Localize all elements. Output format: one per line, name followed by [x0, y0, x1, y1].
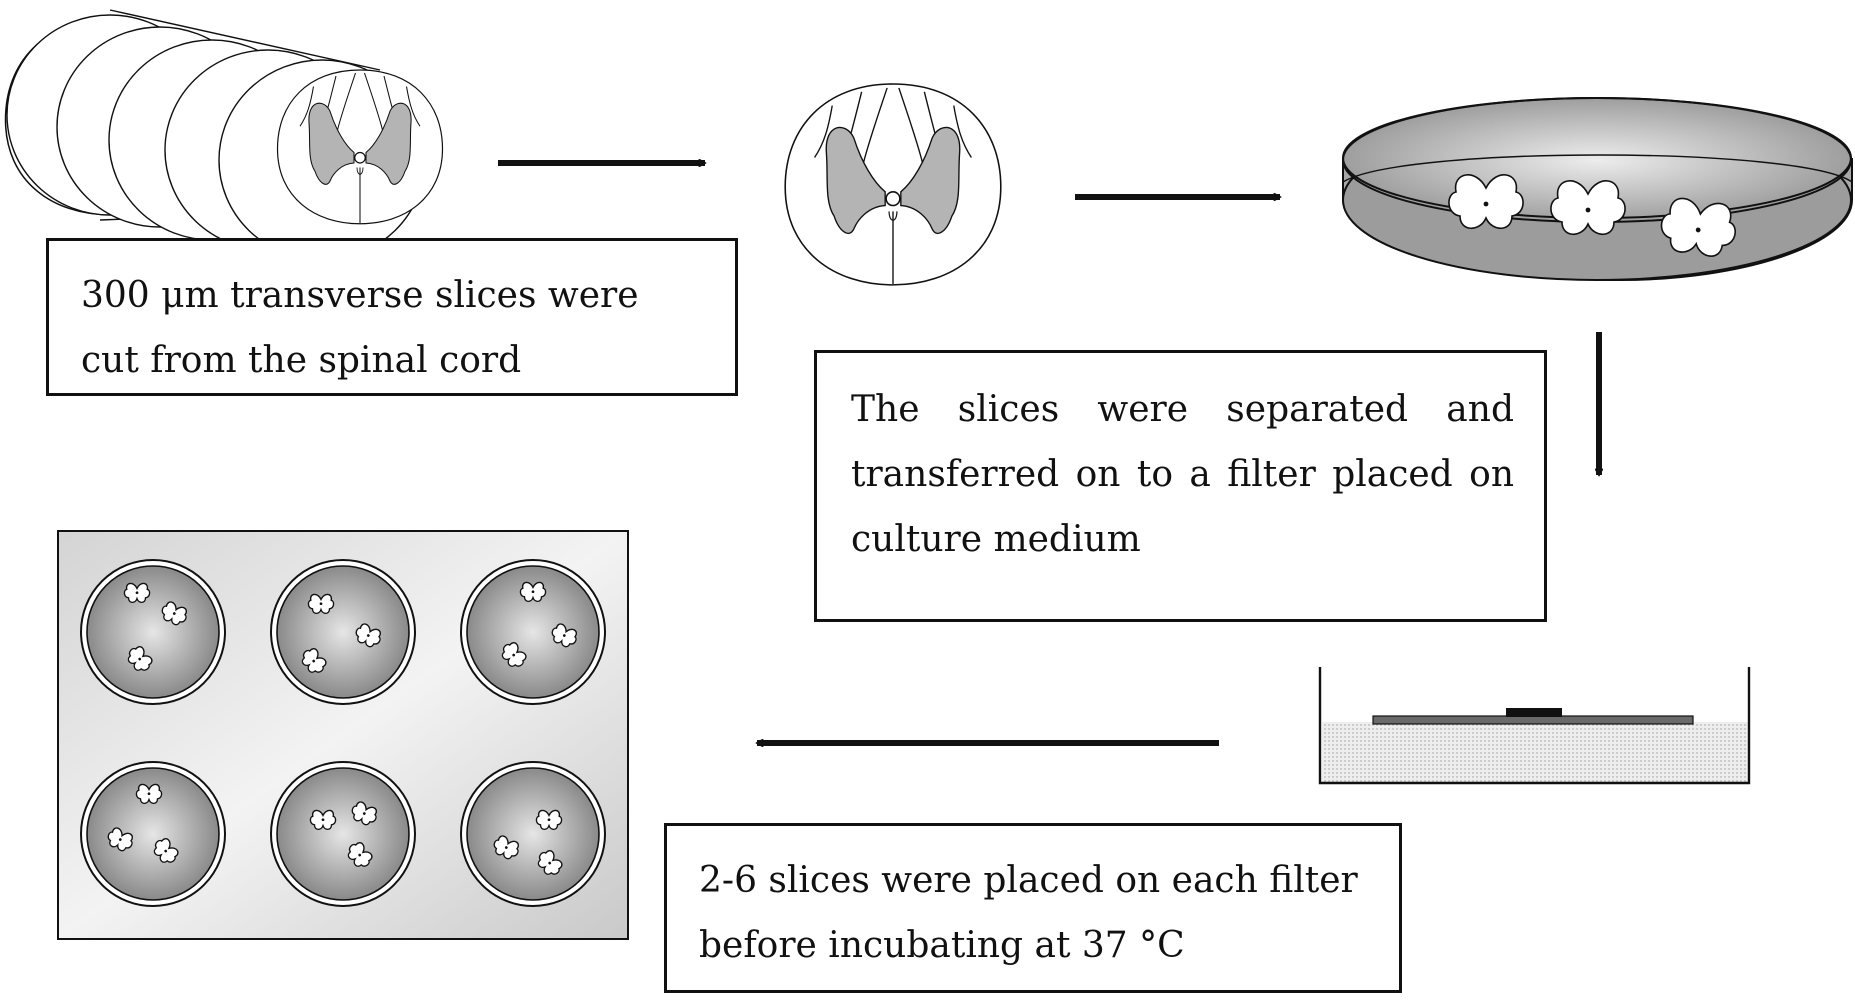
caption-step-3-text: 2-6 slices were placed on each filter be… [699, 860, 1358, 966]
plate-well-4 [80, 761, 226, 907]
caption-step-1: 300 μm transverse slices were cut from t… [46, 238, 738, 396]
culture-insert-icon [1318, 667, 1751, 785]
caption-step-2: The slices were separated and transferre… [814, 350, 1547, 622]
plate-well-3 [460, 559, 606, 705]
spinal-cord-stack-icon [4, 9, 444, 261]
plate-well-5 [270, 761, 416, 907]
caption-step-2-text: The slices were separated and transferre… [851, 389, 1514, 560]
spinal-cord-section-icon [784, 83, 1002, 286]
caption-step-1-text: 300 μm transverse slices were cut from t… [81, 275, 639, 381]
caption-step-3: 2-6 slices were placed on each filter be… [664, 823, 1402, 993]
plate-well-6 [460, 761, 606, 907]
plate-well-1 [80, 559, 226, 705]
six-well-plate-icon [57, 530, 629, 940]
petri-dish-icon [1342, 97, 1853, 282]
plate-well-2 [270, 559, 416, 705]
